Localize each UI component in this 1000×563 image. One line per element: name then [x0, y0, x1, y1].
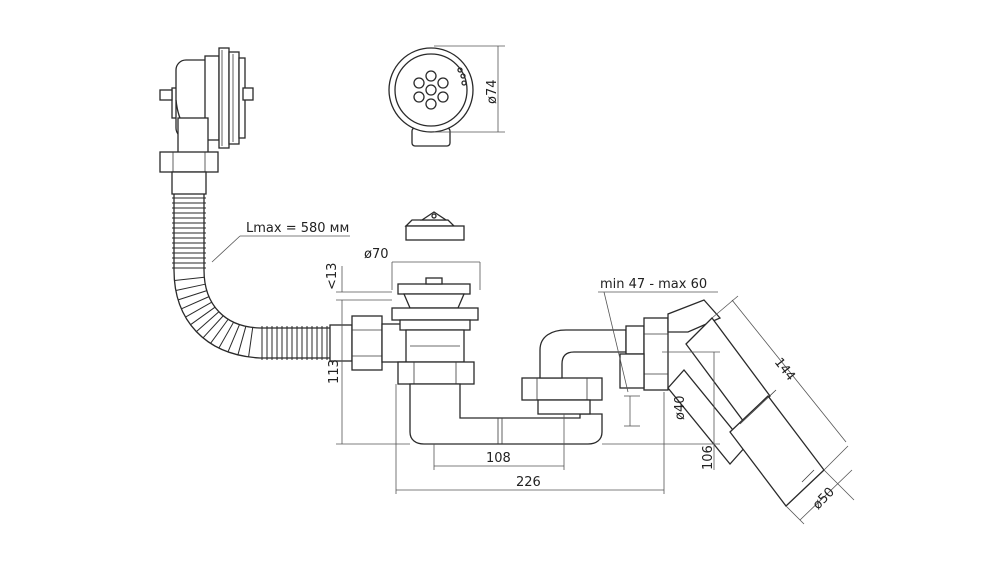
hose-ring — [210, 318, 229, 344]
width-226-dimension: 226 — [395, 384, 665, 494]
width-108-dimension: 108 — [433, 414, 565, 470]
hose-length-callout: Lmax = 580 мм — [211, 221, 350, 263]
height-113-dimension: 113 — [327, 300, 410, 445]
width-108-label: 108 — [486, 451, 511, 466]
hose-ring — [175, 283, 206, 291]
plug-height-dimension: <13 — [325, 263, 392, 301]
outlet-union — [619, 299, 722, 391]
hose-ring — [248, 327, 254, 357]
drain-body — [391, 277, 479, 385]
hose-ring — [196, 311, 220, 332]
height-106-label: 106 — [701, 445, 716, 470]
stopper-plug — [404, 211, 465, 241]
grate-diameter-label: ø74 — [485, 80, 500, 105]
hose-ring — [174, 276, 205, 281]
hose-ring — [227, 324, 240, 353]
hose-ring — [185, 301, 212, 318]
pipe-diameter-40-label: ø40 — [673, 396, 688, 421]
hose-ring — [178, 290, 207, 301]
hose-ring — [181, 296, 210, 310]
top-union-nut — [159, 151, 219, 195]
height-113-label: 113 — [327, 359, 342, 384]
outlet-diameter-label: ø50 — [810, 485, 838, 513]
plug-height-label: <13 — [325, 263, 340, 290]
plug-diameter-label: ø70 — [364, 247, 389, 262]
hose-ring — [190, 306, 216, 326]
hose-ring — [218, 321, 235, 349]
adjust-range-dimension: min 47 - max 60 — [598, 277, 718, 393]
height-106-dimension: 106 — [602, 351, 720, 470]
pipe-diameter-dimension: ø40 — [624, 396, 688, 427]
plug-diameter-dimension: ø70 — [364, 247, 481, 290]
grate-diameter-dimension: ø74 — [434, 45, 505, 133]
outlet-length-label: 144 — [771, 355, 798, 384]
outlet-pipe — [667, 317, 825, 507]
overflow-fitting — [159, 47, 254, 155]
adjust-range-label: min 47 - max 60 — [600, 277, 707, 292]
hose-ring — [237, 326, 247, 355]
hose-ring — [202, 315, 224, 339]
corrugated-hose — [172, 194, 330, 360]
hose-length-label: Lmax = 580 мм — [246, 221, 349, 236]
grate-top-view — [388, 47, 474, 147]
width-226-label: 226 — [516, 475, 541, 490]
